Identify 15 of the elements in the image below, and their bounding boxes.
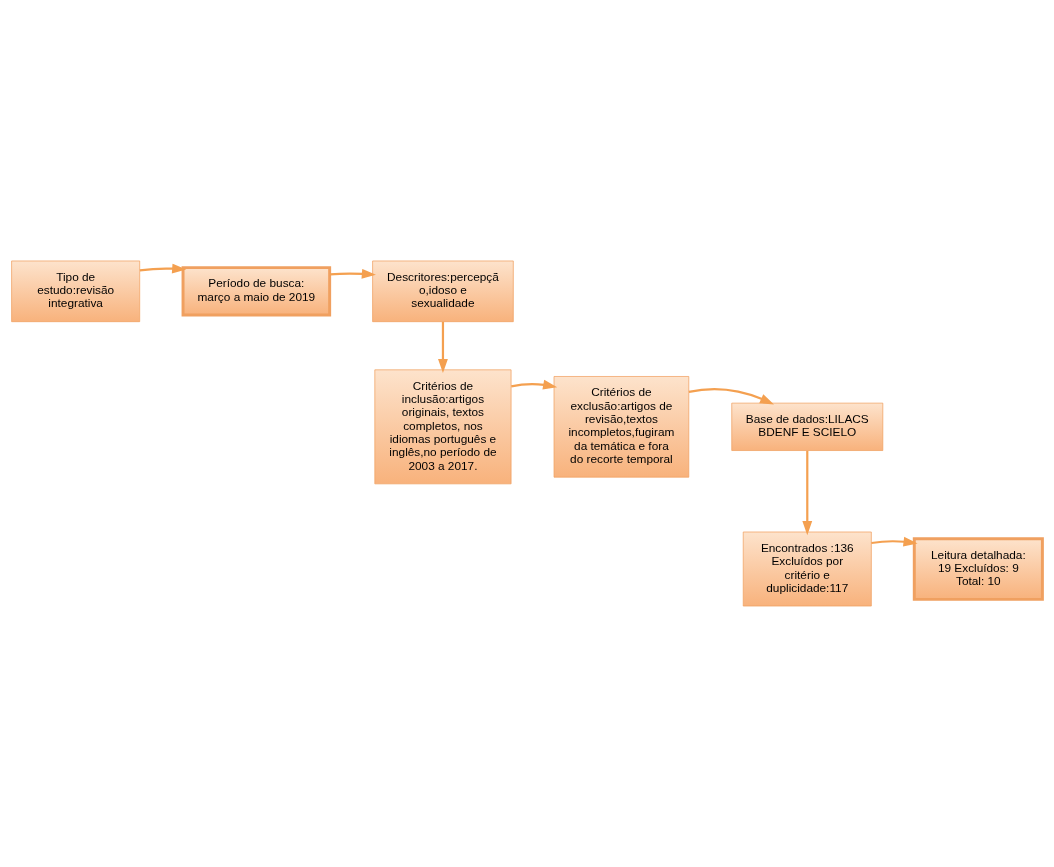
node-box: Critérios de exclusão:artigos de revisão,textos incompletos,fugiram da temática e fora do recorte temporal	[553, 376, 690, 478]
node-box: Critérios de inclusão:artigos originais, textos completos, nos idiomas português e inglês,no período de 2003 a 2017.	[374, 369, 512, 485]
arrow	[688, 388, 775, 405]
arrow	[139, 263, 187, 274]
node-box: Descritores:percepção,idoso e sexualidade	[372, 260, 514, 323]
arrow	[871, 536, 918, 547]
arrow	[438, 321, 448, 374]
node-box: Base de dados:LILACS BDENF E SCIELO	[731, 402, 884, 451]
arrow	[802, 450, 813, 536]
node-box: Leitura detalhada: 19 Excluídos: 9 Total: 10	[912, 537, 1044, 601]
node-box: Encontrados :136 Excluídos por critério e duplicidade:117	[742, 531, 872, 607]
arrow	[329, 268, 376, 279]
arrow	[511, 379, 558, 390]
node-box: Tipo de estudo:revisão integrativa	[11, 260, 141, 323]
node-box: Período de busca: março a maio de 2019	[181, 266, 332, 317]
